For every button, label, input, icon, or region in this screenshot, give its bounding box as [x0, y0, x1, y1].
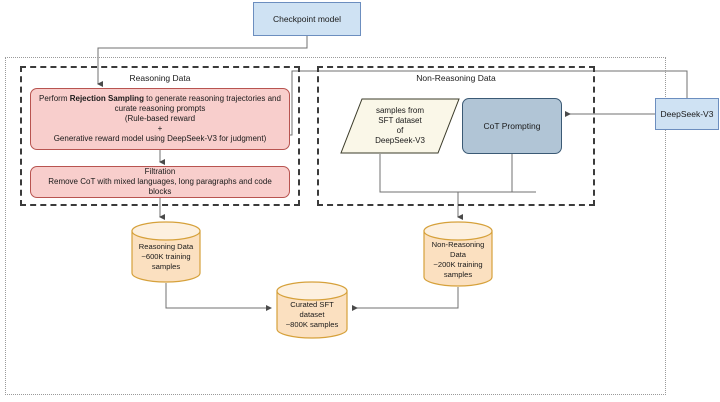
rejection-sampling-line-4: +: [157, 124, 163, 133]
datastore-curated-sft[interactable]: Curated SFT dataset ~800K samples: [276, 281, 348, 339]
group-non-reasoning-data-label: Non-Reasoning Data: [416, 73, 496, 83]
nonreasoning-store-line-3: ~200K training: [433, 259, 483, 269]
rejection-sampling-line-1: Perform Rejection Sampling to generate r…: [39, 94, 281, 104]
cylinder-shape: [276, 281, 348, 339]
node-checkpoint-model[interactable]: Checkpoint model: [253, 2, 361, 36]
rejection-sampling-line-1-prefix: Perform: [39, 94, 70, 103]
reasoning-store-line-3: samples: [151, 261, 181, 271]
curated-sft-line-3: ~800K samples: [285, 319, 339, 329]
node-deepseek-v3[interactable]: DeepSeek-V3: [655, 98, 719, 130]
datastore-non-reasoning-data[interactable]: Non-Reasoning Data ~200K training sample…: [423, 221, 493, 287]
node-deepseek-v3-label: DeepSeek-V3: [660, 108, 714, 119]
rejection-sampling-line-2: curate reasoning prompts: [114, 104, 206, 113]
datastore-reasoning-data-text: Reasoning Data ~600K training samples: [131, 242, 201, 272]
sft-samples-line-4: DeepSeek-V3: [375, 136, 425, 145]
curated-sft-line-1: Curated SFT: [290, 300, 334, 309]
node-checkpoint-model-label: Checkpoint model: [272, 13, 342, 24]
rejection-sampling-text: Perform Rejection Sampling to generate r…: [39, 94, 281, 144]
filtration-text: Filtration Remove CoT with mixed languag…: [37, 167, 283, 197]
node-rejection-sampling[interactable]: Perform Rejection Sampling to generate r…: [30, 88, 290, 150]
rejection-sampling-line-1-suffix: to generate reasoning trajectories and: [143, 94, 281, 103]
datastore-curated-sft-text: Curated SFT dataset ~800K samples: [276, 300, 348, 330]
group-reasoning-data-label: Reasoning Data: [129, 73, 191, 83]
outer-pipeline-container: [5, 57, 666, 395]
group-reasoning-data: Reasoning Data: [20, 66, 300, 206]
rejection-sampling-line-5: Generative reward model using DeepSeek-V…: [53, 134, 267, 143]
rejection-sampling-emphasis: Rejection Sampling: [69, 94, 144, 103]
node-sft-samples[interactable]: samples from SFT dataset of DeepSeek-V3: [340, 98, 460, 154]
nonreasoning-store-line-2: Data: [449, 249, 467, 259]
node-cot-prompting[interactable]: CoT Prompting: [462, 98, 562, 154]
sft-samples-line-1: samples from: [375, 106, 424, 115]
rejection-sampling-line-3: (Rule-based reward: [124, 114, 196, 123]
nonreasoning-store-line-4: samples: [443, 269, 473, 279]
group-non-reasoning-data: Non-Reasoning Data: [317, 66, 595, 206]
curated-sft-line-2: dataset: [299, 309, 325, 319]
sft-samples-text: samples from SFT dataset of DeepSeek-V3: [340, 106, 460, 146]
nonreasoning-store-line-1: Non-Reasoning: [431, 240, 485, 249]
reasoning-store-line-2: ~600K training: [141, 251, 191, 261]
cylinder-shape: [423, 221, 493, 287]
datastore-non-reasoning-data-text: Non-Reasoning Data ~200K training sample…: [423, 240, 493, 279]
cylinder-shape: [131, 221, 201, 283]
node-filtration[interactable]: Filtration Remove CoT with mixed languag…: [30, 166, 290, 198]
sft-samples-line-3: of: [396, 126, 404, 135]
datastore-reasoning-data[interactable]: Reasoning Data ~600K training samples: [131, 221, 201, 283]
parallelogram-shape: [340, 98, 460, 154]
node-cot-prompting-label: CoT Prompting: [483, 120, 541, 131]
filtration-title: Filtration: [144, 167, 176, 176]
filtration-detail: Remove CoT with mixed languages, long pa…: [48, 177, 272, 196]
sft-samples-line-2: SFT dataset: [378, 116, 422, 125]
reasoning-store-line-1: Reasoning Data: [138, 242, 194, 251]
